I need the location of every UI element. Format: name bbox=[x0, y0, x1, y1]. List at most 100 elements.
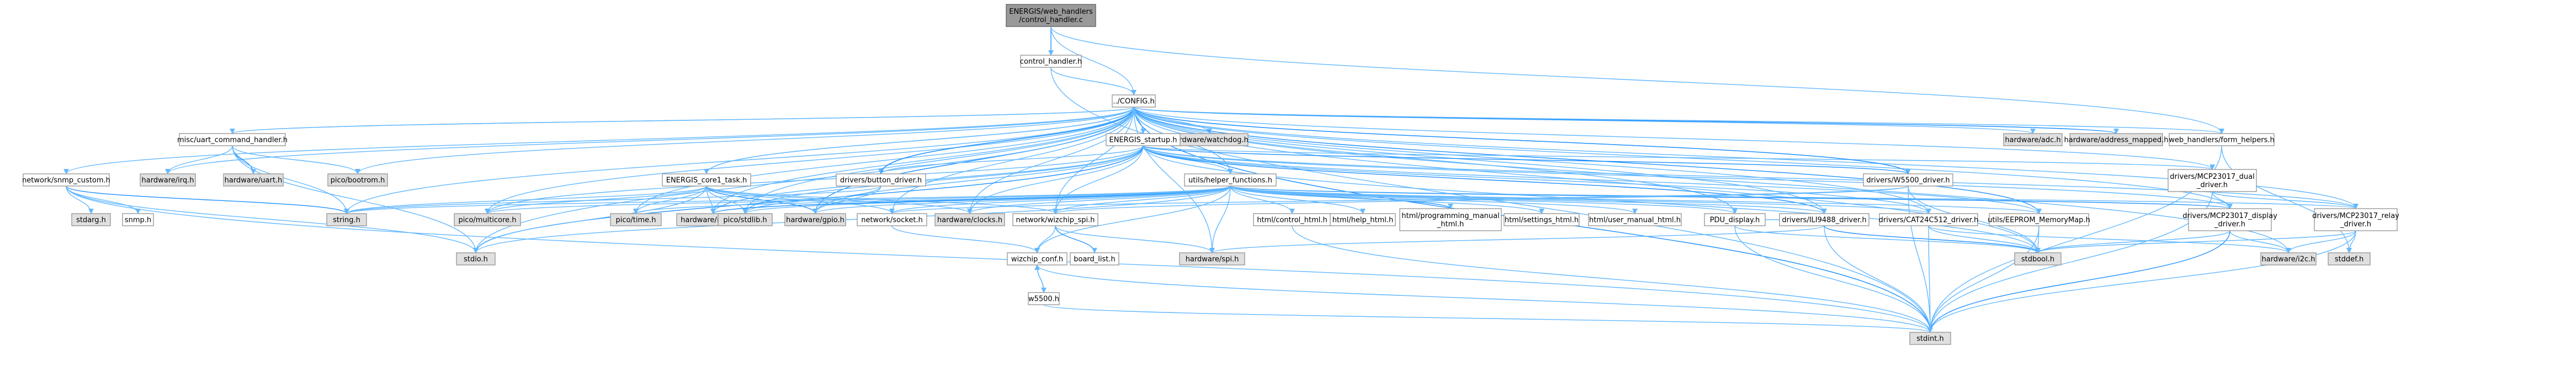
node-drivers-cat24c512[interactable]: drivers/CAT24C512_driver.h bbox=[1879, 213, 1979, 226]
node-control-handler[interactable]: control_handler.h bbox=[1020, 55, 1082, 68]
node-snmp[interactable]: snmp.h bbox=[122, 213, 154, 226]
node-box bbox=[836, 173, 926, 187]
node-label: misc/uart_command_handler.h bbox=[177, 136, 288, 145]
node-html-user-manual[interactable]: html/user_manual_html.h bbox=[1588, 213, 1682, 226]
node-box bbox=[1704, 213, 1766, 226]
edge-drivers_button-to-config bbox=[880, 107, 1136, 174]
edge-html_control-to-stdint bbox=[1292, 225, 1933, 333]
node-drivers-w5500[interactable]: drivers/W5500_driver.h bbox=[1863, 173, 1953, 187]
node-stdio: stdio.h bbox=[456, 252, 496, 266]
edge-energis_core1-to-hw_clocks bbox=[706, 185, 973, 214]
edge-network_snmp-to-stdint bbox=[66, 185, 1933, 333]
node-drivers-ili9488[interactable]: drivers/ILI9488_driver.h bbox=[1779, 213, 1869, 226]
edge-utils_eeprom-to-stdint bbox=[1927, 225, 2039, 333]
node-root[interactable]: ENERGIS/web_handlers/control_handler.c bbox=[1006, 4, 1096, 27]
node-label: web_handlers/form_helpers.h bbox=[2169, 136, 2275, 145]
edge-energis_startup-to-drivers_w5500 bbox=[1143, 145, 1911, 174]
edge-config-to-network_snmp bbox=[63, 107, 1134, 174]
node-pdu-display[interactable]: PDU_display.h bbox=[1704, 213, 1766, 226]
node-label: hardware/spi.h bbox=[1186, 256, 1239, 264]
edge-drivers_mcp_display-to-stdint bbox=[1927, 230, 2230, 333]
node-hw-clocks: hardware/clocks.h bbox=[934, 213, 1005, 226]
node-label: string.h bbox=[333, 216, 360, 225]
node-label: drivers/ILI9488_driver.h bbox=[1782, 216, 1866, 225]
edge-utils_helper-to-hw_gpio bbox=[812, 185, 1231, 214]
edge-pdu_display-to-stdbool bbox=[1734, 225, 2041, 253]
node-box bbox=[1588, 213, 1682, 226]
node-box bbox=[1028, 292, 1060, 305]
node-html-settings[interactable]: html/settings_html.h bbox=[1504, 213, 1580, 226]
node-box bbox=[1007, 252, 1067, 266]
node-network-socket[interactable]: network/socket.h bbox=[857, 213, 927, 226]
node-label: ENERGIS_core1_task.h bbox=[666, 177, 747, 185]
node-drivers-mcp-relay[interactable]: drivers/MCP23017_relay_driver.h bbox=[2312, 208, 2399, 231]
node-label: stddef.h bbox=[2335, 256, 2363, 264]
edge-utils_helper-to-html_help bbox=[1230, 185, 1366, 214]
node-label: ../CONFIG.h bbox=[1113, 98, 1154, 106]
edge-config-to-drivers_cat24c512 bbox=[1133, 107, 1931, 214]
node-box bbox=[223, 173, 284, 187]
node-label: _driver.h bbox=[2214, 220, 2245, 229]
edge-root-to-config bbox=[1050, 26, 1136, 95]
node-box bbox=[1184, 173, 1277, 187]
node-label: network/wizchip_spi.h bbox=[1016, 216, 1095, 225]
node-label: utils/helper_functions.h bbox=[1188, 177, 1272, 185]
edge-network_socket-to-wizchip_conf bbox=[891, 225, 1040, 253]
node-box bbox=[1020, 55, 1082, 68]
edge-w5500-to-stdint bbox=[1043, 304, 1933, 333]
edge-utils_helper-to-utils_eeprom bbox=[1230, 185, 2042, 214]
node-label: _driver.h bbox=[2340, 220, 2371, 229]
node-html-help[interactable]: html/help_html.h bbox=[1330, 213, 1396, 226]
edge-drivers_w5500-to-config bbox=[1131, 107, 1909, 174]
node-config[interactable]: ../CONFIG.h bbox=[1112, 94, 1156, 108]
edge-config-to-network_socket bbox=[889, 107, 1134, 214]
edge-drivers_mcp_relay-to-stddef bbox=[2346, 230, 2356, 253]
node-box bbox=[2260, 252, 2317, 266]
node-network-snmp[interactable]: network/snmp_custom.h bbox=[22, 173, 110, 187]
edge-config-to-hw_gpio bbox=[812, 107, 1134, 214]
node-label: stdarg.h bbox=[76, 216, 106, 225]
node-utils-eeprom[interactable]: utils/EEPROM_MemoryMap.h bbox=[1988, 213, 2090, 226]
edge-network_wizchip-to-hw_spi bbox=[1055, 225, 1215, 253]
node-box bbox=[1989, 213, 2089, 226]
edge-utils_helper-to-hw_clocks bbox=[967, 185, 1231, 214]
edge-drivers_cat24c512-to-hw_i2c bbox=[1928, 225, 2291, 253]
node-html-control[interactable]: html/control_html.h bbox=[1253, 213, 1331, 226]
edge-energis_startup-to-drivers_button bbox=[878, 145, 1144, 174]
node-label: _driver.h bbox=[2196, 181, 2228, 189]
node-box bbox=[2314, 208, 2398, 231]
node-label: drivers/W5500_driver.h bbox=[1866, 177, 1950, 185]
edge-network_snmp-to-stdarg bbox=[66, 185, 94, 214]
edge-energis_startup-to-pico_multicore bbox=[485, 145, 1144, 214]
node-energis-core1[interactable]: ENERGIS_core1_task.h bbox=[662, 173, 751, 187]
node-w5500[interactable]: w5500.h bbox=[1028, 292, 1060, 305]
node-box bbox=[1779, 213, 1869, 226]
node-drivers-button[interactable]: drivers/button_driver.h bbox=[836, 173, 926, 187]
node-misc-uart[interactable]: misc/uart_command_handler.h bbox=[177, 133, 288, 146]
edge-config-to-hw_spi bbox=[1133, 107, 1215, 253]
edge-wizchip_conf-to-stdint bbox=[1037, 264, 1933, 333]
node-board-list[interactable]: board_list.h bbox=[1070, 252, 1119, 266]
node-drivers-mcp-display[interactable]: drivers/MCP23017_display_driver.h bbox=[2182, 208, 2277, 231]
node-box bbox=[2069, 133, 2163, 146]
node-html-programming[interactable]: html/programming_manual_html.h bbox=[1399, 208, 1502, 231]
node-box bbox=[784, 213, 846, 226]
edge-root-to-web_handlers bbox=[1050, 26, 2224, 134]
node-box bbox=[1330, 213, 1396, 226]
node-box bbox=[2188, 208, 2272, 231]
node-drivers-mcp-dual[interactable]: drivers/MCP23017_dual_driver.h bbox=[2168, 169, 2257, 192]
edge-network_snmp-to-string bbox=[66, 185, 349, 214]
node-label: ENERGIS_startup.h bbox=[1109, 136, 1177, 145]
node-energis-startup[interactable]: ENERGIS_startup.h bbox=[1106, 133, 1181, 146]
edge-utils_helper-to-drivers_cat24c512 bbox=[1230, 185, 1931, 214]
node-label: /control_handler.c bbox=[1019, 16, 1083, 24]
node-label: board_list.h bbox=[1074, 256, 1116, 264]
node-network-wizchip[interactable]: network/wizchip_spi.h bbox=[1012, 213, 1098, 226]
node-utils-helper[interactable]: utils/helper_functions.h bbox=[1184, 173, 1277, 187]
edge-config-to-string bbox=[344, 107, 1134, 214]
edge-config-to-hw_irq bbox=[165, 107, 1134, 174]
node-web-handlers[interactable]: web_handlers/form_helpers.h bbox=[2169, 133, 2275, 146]
node-box bbox=[326, 213, 367, 226]
node-wizchip-conf[interactable]: wizchip_conf.h bbox=[1007, 252, 1067, 266]
node-label: hardware/address_mapped.h bbox=[2064, 136, 2169, 145]
